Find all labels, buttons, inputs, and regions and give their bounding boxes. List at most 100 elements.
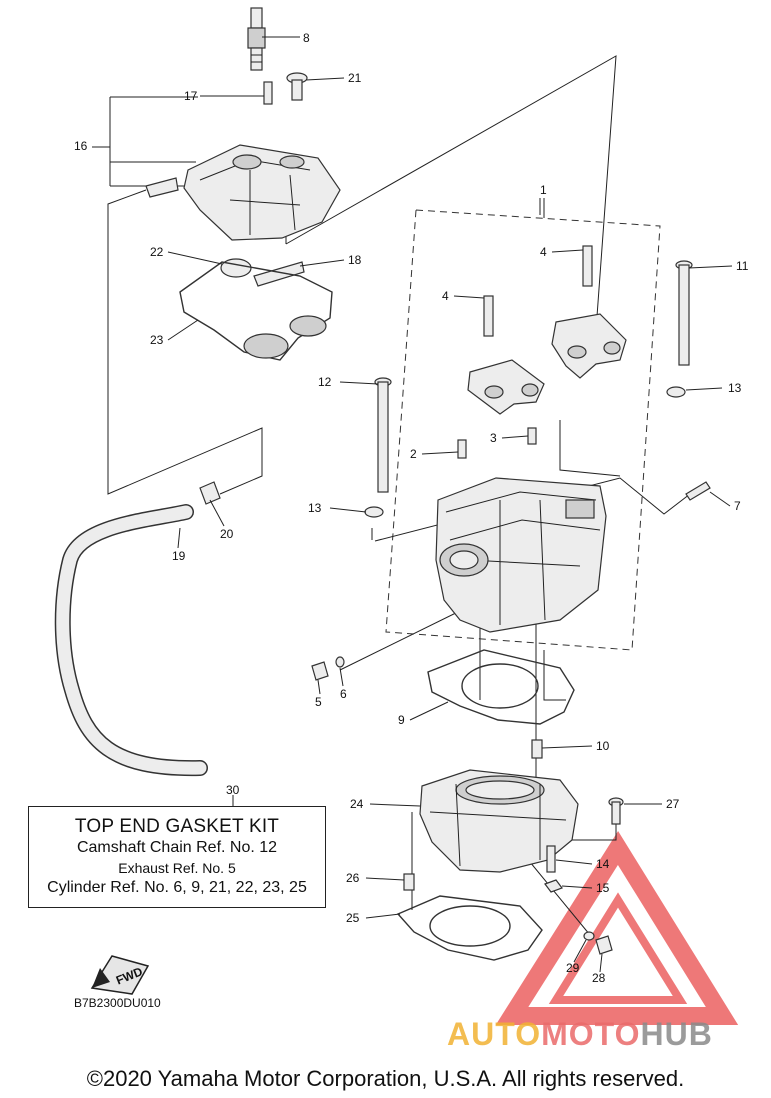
pin-17: [263, 81, 273, 105]
callout-11: 11: [736, 259, 749, 273]
callout-leader: [551, 249, 584, 253]
callout-27: 27: [666, 797, 680, 811]
callout-24: 24: [350, 797, 364, 811]
callout-leader: [329, 507, 367, 513]
cylinder-head-group-box: [385, 209, 661, 651]
washer-13-right: [666, 386, 686, 398]
cover-gasket: [179, 261, 333, 361]
diagram-code: B7B2300DU010: [74, 996, 161, 1010]
callout-leader: [299, 259, 345, 267]
callout-1: 1: [540, 183, 547, 197]
callout-leader: [167, 319, 199, 341]
copyright-notice: ©2020 Yamaha Motor Corporation, U.S.A. A…: [86, 1066, 685, 1091]
callout-5: 5: [315, 695, 322, 709]
bolt-4-upper: [582, 245, 593, 287]
callout-30: 30: [226, 783, 240, 797]
callout-9: 9: [398, 713, 405, 727]
bolt-12: [374, 377, 392, 493]
callout-29: 29: [566, 961, 580, 975]
callout-leader: [369, 803, 421, 807]
bolt-27: [608, 797, 624, 825]
gasket-strip-18: [253, 261, 305, 287]
callout-leader: [365, 877, 405, 881]
cylinder-head: [435, 477, 607, 633]
callout-3: 3: [490, 431, 497, 445]
washer-6: [335, 656, 345, 668]
callout-4: 4: [442, 289, 449, 303]
cam-cap-lower: [467, 359, 545, 415]
callout-leader: [685, 387, 723, 391]
callout-17: 17: [184, 89, 198, 103]
callout-2: 2: [410, 447, 417, 461]
spark-plug: [247, 7, 266, 71]
callout-leader: [453, 295, 485, 299]
washer-29: [583, 931, 595, 941]
bolt-28: [595, 935, 613, 955]
callout-4: 4: [540, 245, 547, 259]
callout-22: 22: [150, 245, 164, 259]
kit-line-exhaust: Exhaust Ref. No. 5: [118, 860, 236, 876]
callout-leader: [177, 527, 181, 549]
callout-14: 14: [596, 857, 610, 871]
callout-leader: [599, 953, 603, 973]
callout-leader: [317, 679, 321, 695]
kit-line-cylinder: Cylinder Ref. No. 6, 9, 21, 22, 23, 25: [47, 879, 307, 896]
stud-14: [546, 845, 556, 873]
callout-leader: [541, 745, 593, 749]
fwd-arrow-icon: [90, 955, 150, 995]
washer-13-left: [364, 506, 384, 518]
callout-leader: [365, 913, 401, 919]
base-gasket: [396, 895, 543, 961]
callout-28: 28: [592, 971, 606, 985]
bolt-5: [311, 661, 329, 681]
watermark-logo: [495, 831, 739, 1025]
cylinder-block: [419, 769, 579, 873]
callout-leader: [555, 859, 593, 865]
dowel-3: [527, 427, 537, 445]
watermark-part-3: HUB: [640, 1016, 713, 1052]
callout-18: 18: [348, 253, 362, 267]
callout-leader: [209, 499, 225, 527]
kit-title: TOP END GASKET KIT: [74, 816, 280, 837]
callout-26: 26: [346, 871, 360, 885]
callout-10: 10: [596, 739, 610, 753]
callout-25: 25: [346, 911, 360, 925]
callout-7: 7: [734, 499, 741, 513]
dowel-2: [457, 439, 467, 459]
cylinder-head-cover: [145, 144, 341, 241]
callout-leader: [573, 939, 587, 963]
callout-20: 20: [220, 527, 234, 541]
head-gasket: [427, 649, 575, 725]
callout-6: 6: [340, 687, 347, 701]
gasket-kit-box: TOP END GASKET KIT Camshaft Chain Ref. N…: [28, 806, 326, 908]
callout-leader: [709, 491, 731, 507]
watermark-text: AUTOMOTOHUB: [447, 1016, 713, 1053]
callout-leader: [561, 885, 593, 889]
watermark-part-2: MOTO: [541, 1016, 641, 1052]
bolt-11: [675, 260, 693, 366]
callout-21: 21: [348, 71, 362, 85]
callout-leader: [305, 77, 345, 81]
nut-15: [544, 879, 563, 893]
callout-leader: [339, 381, 379, 385]
callout-16: 16: [74, 139, 88, 153]
callout-leader: [421, 451, 459, 455]
watermark-part-1: AUTO: [447, 1016, 542, 1052]
bolt-4-lower: [483, 295, 494, 337]
dowel-10: [531, 739, 543, 759]
callout-8: 8: [303, 31, 310, 45]
callout-15: 15: [596, 881, 610, 895]
callout-23: 23: [150, 333, 164, 347]
cover-seal: [220, 258, 252, 278]
callout-13: 13: [728, 381, 742, 395]
hose-clamp: [199, 481, 221, 505]
callout-leader: [688, 265, 733, 269]
callout-leader: [501, 435, 529, 439]
callout-12: 12: [318, 375, 332, 389]
bolt-21: [286, 72, 308, 101]
dowel-26: [403, 873, 415, 891]
callout-leader: [167, 251, 223, 265]
pin-7: [685, 481, 711, 501]
